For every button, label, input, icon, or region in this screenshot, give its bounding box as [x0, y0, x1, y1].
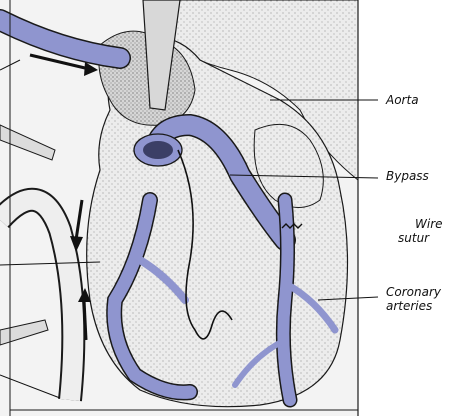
- anastomosis-opening: [143, 141, 173, 159]
- label-wire-suture-line2: sutur: [398, 232, 429, 245]
- label-aorta: Aorta: [386, 94, 419, 107]
- flow-arrow-up: [84, 300, 86, 340]
- coronary-right-fill: [283, 200, 290, 400]
- label-bypass: Bypass: [386, 170, 429, 183]
- label-coronary-line2: arteries: [386, 300, 432, 313]
- label-coronary-line1: Coronary: [386, 286, 441, 299]
- label-wire-suture-line1: Wire: [415, 218, 443, 231]
